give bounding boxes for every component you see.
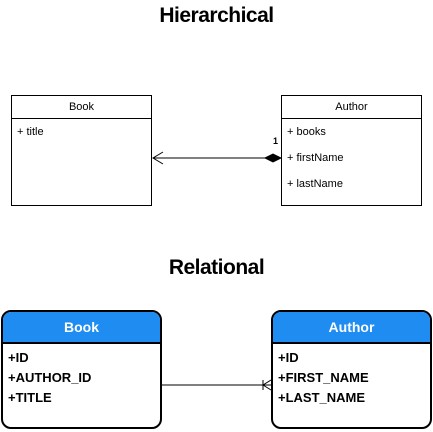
er-book-attr-author-id: +AUTHOR_ID <box>8 370 92 385</box>
title-relational: Relational <box>168 256 265 279</box>
uml-book-attr-title: + title <box>17 126 44 138</box>
uml-class-book[interactable]: Book + title <box>11 95 152 206</box>
er-author-attr-first-name: +FIRST_NAME <box>278 370 369 385</box>
uml-association[interactable] <box>152 151 283 165</box>
uml-class-book-name: Book <box>12 96 151 119</box>
uml-author-attr-books: + books <box>287 126 326 138</box>
uml-class-author[interactable]: Author + books + firstName + lastName <box>281 95 422 206</box>
er-crowfoot-lower <box>262 384 272 391</box>
er-table-author-name: Author <box>273 312 430 344</box>
filled-diamond <box>263 153 283 163</box>
uml-author-attr-lastname: + lastName <box>287 178 343 190</box>
title-hierarchical: Hierarchical <box>159 4 274 27</box>
er-relationship[interactable] <box>162 379 272 391</box>
open-arrow-head <box>152 151 164 165</box>
uml-class-author-name: Author <box>282 96 421 119</box>
uml-multiplicity-label: 1 <box>273 136 279 146</box>
er-table-book-name: Book <box>3 312 160 344</box>
uml-author-attr-firstname: + firstName <box>287 152 344 164</box>
er-crowfoot-upper <box>262 379 272 386</box>
er-book-attr-id: +ID <box>8 350 29 365</box>
er-author-attr-last-name: +LAST_NAME <box>278 390 366 405</box>
er-book-attr-title: +TITLE <box>8 390 52 405</box>
er-table-book[interactable]: Book +ID +AUTHOR_ID +TITLE <box>1 310 162 429</box>
er-author-attr-id: +ID <box>278 350 299 365</box>
er-table-author[interactable]: Author +ID +FIRST_NAME +LAST_NAME <box>271 310 432 429</box>
